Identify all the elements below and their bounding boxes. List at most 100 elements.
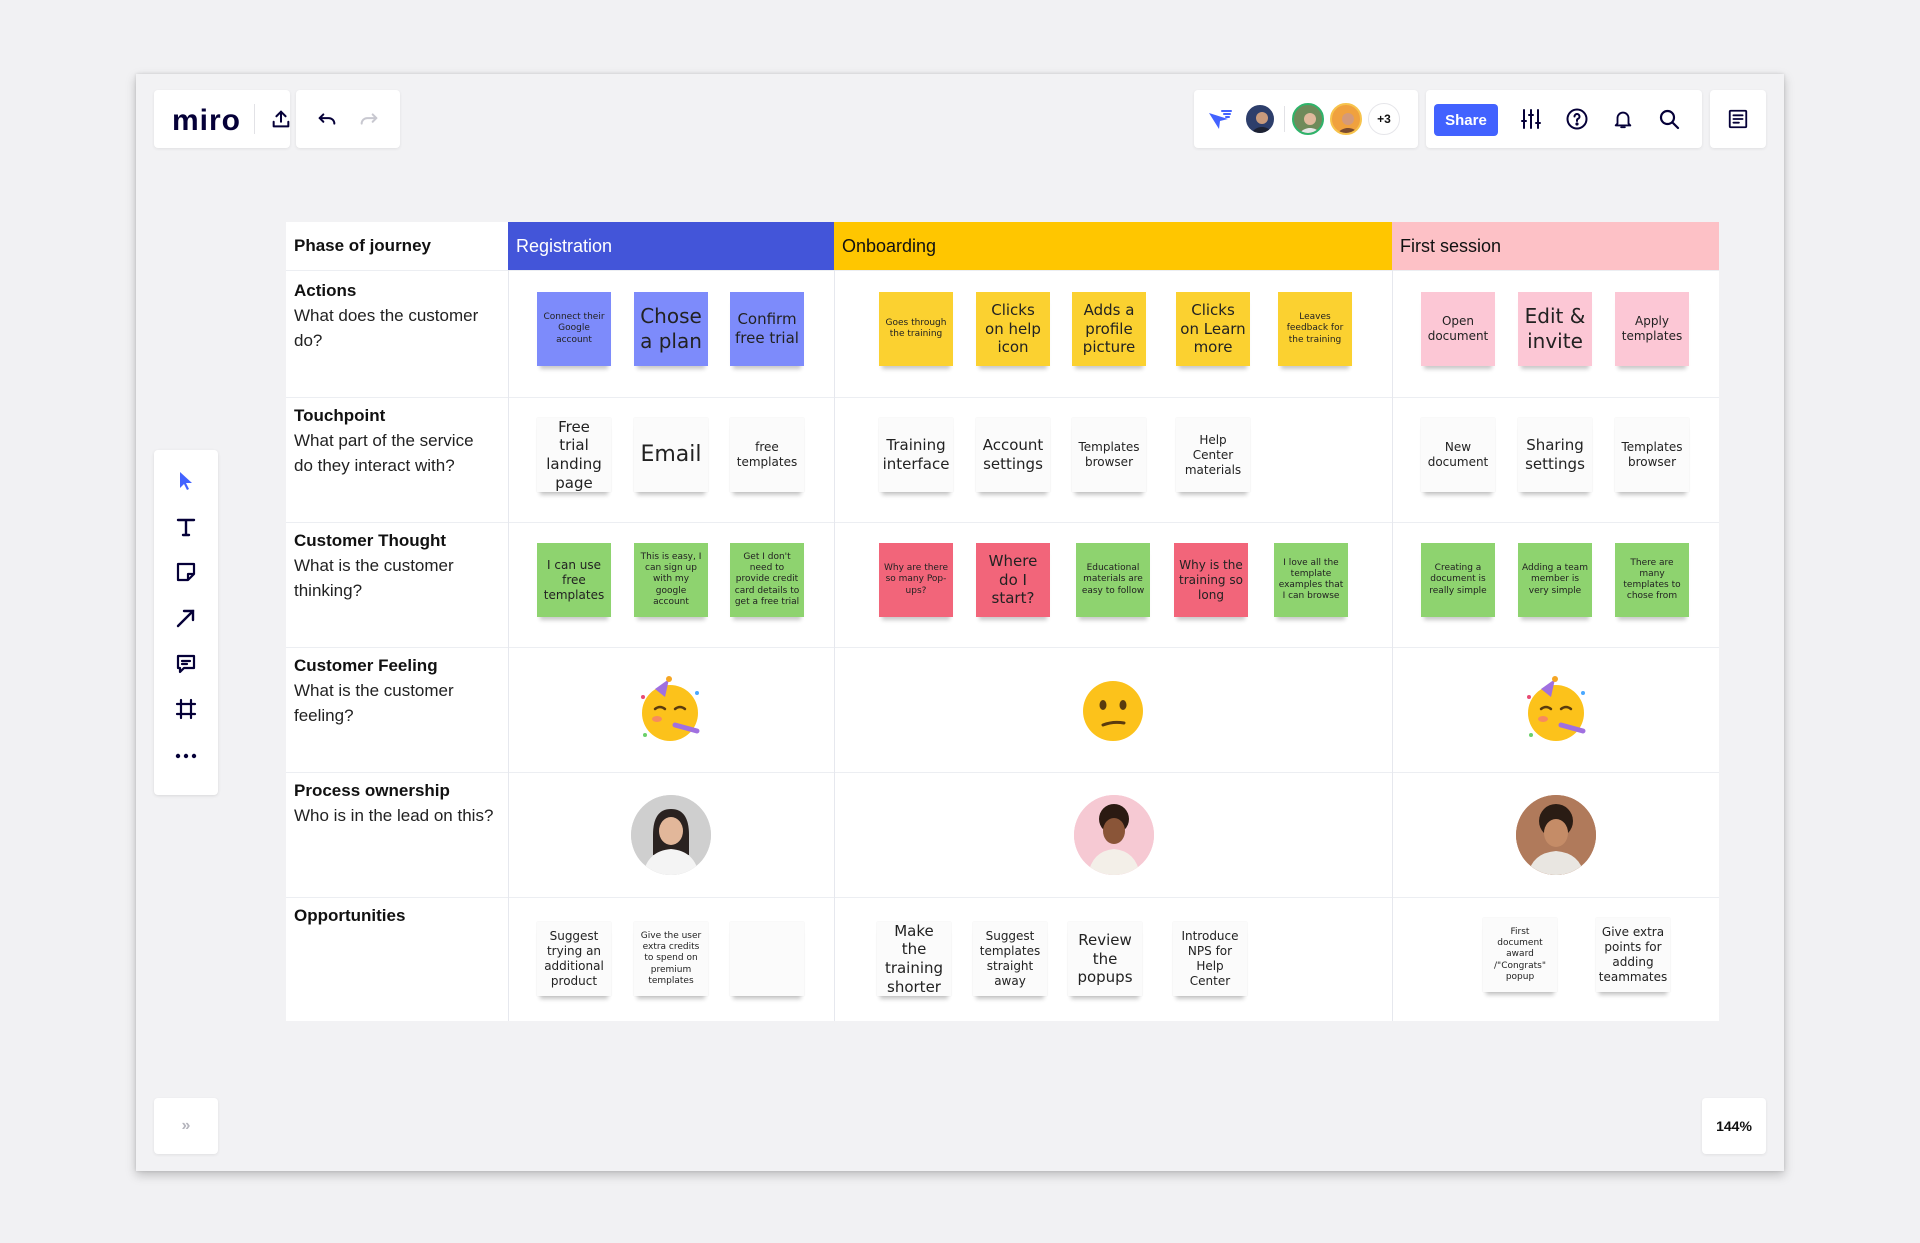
settings-sliders-icon — [1519, 107, 1543, 131]
partying-face-emoji[interactable] — [635, 675, 705, 745]
sticky-note[interactable]: Adding a team member is very simple — [1518, 543, 1592, 617]
share-button[interactable]: Share — [1434, 104, 1498, 136]
sticky-note[interactable]: This is easy, I can sign up with my goog… — [634, 543, 708, 617]
expand-icon: » — [181, 1117, 191, 1134]
sticky-note[interactable]: Training interface — [879, 418, 953, 492]
undo-icon — [316, 108, 338, 130]
sticky-note[interactable]: Open document — [1421, 292, 1495, 366]
search-button[interactable] — [1652, 102, 1686, 136]
notes-panel — [1710, 90, 1766, 148]
collaborator-avatar[interactable] — [1244, 103, 1276, 135]
sticky-note[interactable]: Why are there so many Pop-ups? — [879, 543, 953, 617]
notes-button[interactable] — [1721, 102, 1755, 136]
sticky-note[interactable]: Free trial landing page — [537, 418, 611, 492]
arrow-tool[interactable] — [170, 604, 202, 636]
cursor-filter-button[interactable] — [1202, 102, 1236, 136]
help-button[interactable] — [1560, 102, 1594, 136]
search-icon — [1657, 107, 1681, 131]
expand-panel-button[interactable]: » — [154, 1098, 218, 1154]
comment-tool[interactable] — [170, 650, 202, 682]
more-collaborators-badge[interactable]: +3 — [1368, 103, 1400, 135]
sticky-note[interactable]: Creating a document is really simple — [1421, 543, 1495, 617]
sticky-note[interactable]: New document — [1421, 418, 1495, 492]
sticky-note[interactable]: Clicks on help icon — [976, 292, 1050, 366]
sticky-note[interactable]: Give extra points for adding teammates — [1596, 918, 1670, 992]
select-tool-icon — [177, 470, 195, 497]
sticky-note[interactable]: I can use free templates — [537, 543, 611, 617]
sticky-note[interactable]: I love all the template examples that I … — [1274, 543, 1348, 617]
sticky-note[interactable]: Help Center materials — [1176, 418, 1250, 492]
partying-face-emoji[interactable] — [1521, 675, 1591, 745]
phase-onboarding[interactable]: Onboarding — [834, 222, 1392, 270]
more-tools[interactable] — [170, 740, 202, 772]
sticky-note[interactable]: free templates — [730, 418, 804, 492]
sticky-note[interactable]: Clicks on Learn more — [1176, 292, 1250, 366]
sticky-note[interactable]: Leaves feedback for the training — [1278, 292, 1352, 366]
cursor-filter-icon — [1206, 107, 1232, 131]
sticky-note[interactable]: There are many templates to chose from — [1615, 543, 1689, 617]
frame-icon — [175, 698, 197, 725]
sticky-note[interactable]: Edit & invite — [1518, 292, 1592, 366]
sticky-note[interactable]: Why is the training so long — [1174, 543, 1248, 617]
notes-icon — [1727, 107, 1749, 131]
text-tool[interactable] — [170, 513, 202, 545]
upload-icon — [270, 108, 292, 130]
sticky-note[interactable]: Suggest trying an additional product — [537, 922, 611, 996]
sticky-note[interactable]: Sharing settings — [1518, 418, 1592, 492]
sticky-note[interactable]: Introduce NPS for Help Center — [1173, 922, 1247, 996]
undo-redo-panel — [296, 90, 400, 148]
undo-button[interactable] — [310, 102, 344, 136]
frame-tool[interactable] — [170, 695, 202, 727]
sticky-note[interactable]: Goes through the training — [879, 292, 953, 366]
upload-button[interactable] — [264, 102, 298, 136]
sticky-note[interactable]: Email — [634, 418, 708, 492]
sticky-note[interactable]: Confirm free trial — [730, 292, 804, 366]
sticky-note[interactable]: Suggest templates straight away — [973, 922, 1047, 996]
sticky-note[interactable]: Connect their Google account — [537, 292, 611, 366]
redo-icon — [358, 108, 380, 130]
extra-count: +3 — [1377, 112, 1391, 126]
sticky-note[interactable]: First document award /"Congrats" popup — [1483, 918, 1557, 992]
comment-icon — [175, 653, 197, 680]
sticky-note[interactable]: Apply templates — [1615, 292, 1689, 366]
collaborator-avatar[interactable] — [1330, 103, 1362, 135]
sticky-note[interactable]: Where do I start? — [976, 543, 1050, 617]
sticky-note[interactable]: Chose a plan — [634, 292, 708, 366]
header-actions-panel: Share — [1426, 90, 1702, 148]
collaborators-panel: +3 — [1194, 90, 1418, 148]
row-label-opportunities: Opportunities — [294, 906, 406, 925]
sticky-note[interactable]: Templates browser — [1615, 418, 1689, 492]
zoom-level[interactable]: 144% — [1702, 1098, 1766, 1154]
sticky-note[interactable]: Give the user extra credits to spend on … — [634, 922, 708, 996]
settings-button[interactable] — [1514, 102, 1548, 136]
owner-avatar[interactable] — [1074, 795, 1154, 875]
text-tool-icon — [175, 516, 197, 543]
help-icon — [1565, 107, 1589, 131]
bell-icon — [1612, 107, 1634, 131]
collaborator-avatar[interactable] — [1292, 103, 1324, 135]
phase-first-session[interactable]: First session — [1392, 222, 1719, 270]
sticky-note[interactable]: Account settings — [976, 418, 1050, 492]
sticky-note[interactable]: Adds a profile picture — [1072, 292, 1146, 366]
sticky-note[interactable]: Templates browser — [1072, 418, 1146, 492]
redo-button[interactable] — [352, 102, 386, 136]
sticky-note[interactable] — [730, 922, 804, 996]
phase-registration[interactable]: Registration — [508, 222, 834, 270]
sticky-note[interactable]: Get I don't need to provide credit card … — [730, 543, 804, 617]
select-tool[interactable] — [170, 467, 202, 499]
sticky-note-tool[interactable] — [170, 558, 202, 590]
sticky-note-icon — [175, 561, 197, 588]
owner-avatar[interactable] — [631, 795, 711, 875]
notifications-button[interactable] — [1606, 102, 1640, 136]
sticky-note[interactable]: Review the popups — [1068, 922, 1142, 996]
phase-header-label: Phase of journey — [294, 236, 431, 255]
sticky-note[interactable]: Educational materials are easy to follow — [1076, 543, 1150, 617]
sticky-note[interactable]: Make the training shorter — [877, 922, 951, 996]
owner-avatar[interactable] — [1516, 795, 1596, 875]
left-toolbar — [154, 450, 218, 795]
confused-face-emoji[interactable] — [1078, 675, 1148, 745]
